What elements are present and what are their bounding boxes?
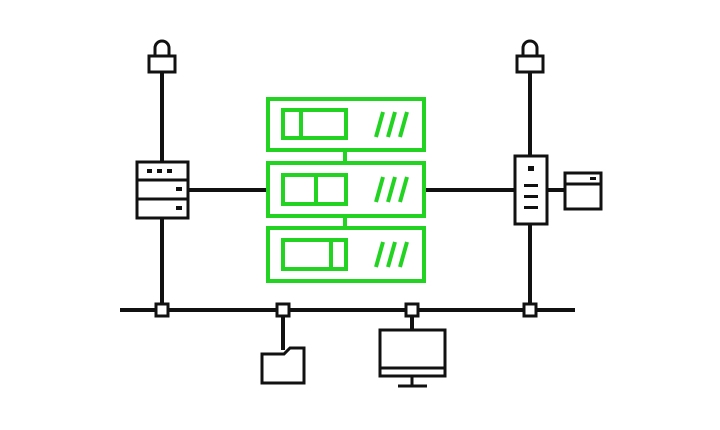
- app-window-icon: [563, 171, 603, 211]
- monitor-icon: [378, 328, 447, 388]
- bus-node: [275, 302, 291, 318]
- bus-nodes: [154, 302, 538, 318]
- server-rack-stack-icon: [266, 97, 426, 283]
- bus-node: [154, 302, 170, 318]
- bus-node: [404, 302, 420, 318]
- server-unit: [266, 97, 426, 152]
- bus-node: [522, 302, 538, 318]
- tower-server-icon: [513, 154, 549, 226]
- folder-icon: [260, 346, 306, 385]
- server-unit: [266, 226, 426, 283]
- padlock-icon: [147, 39, 177, 74]
- server-icon: [135, 160, 190, 220]
- padlock-icon: [515, 39, 545, 74]
- server-unit: [266, 161, 426, 218]
